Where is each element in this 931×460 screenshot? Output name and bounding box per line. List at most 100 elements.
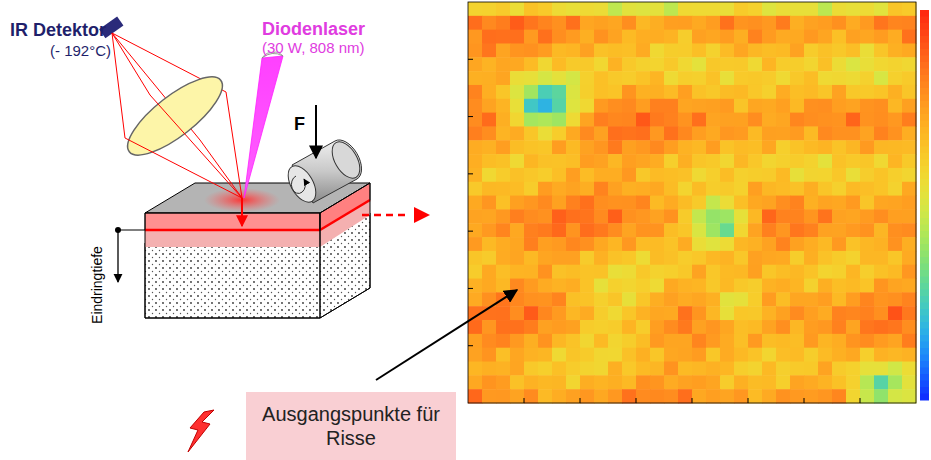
heat-cell	[566, 223, 581, 237]
heat-cell	[496, 99, 511, 113]
heat-cell	[538, 334, 553, 348]
heat-cell	[538, 389, 553, 403]
heat-cell	[860, 334, 875, 348]
heat-cell	[832, 375, 847, 389]
heat-cell	[692, 306, 707, 320]
axis-tick	[468, 116, 473, 117]
heat-cell	[524, 306, 539, 320]
heat-cell	[860, 30, 875, 44]
heat-cell	[678, 292, 693, 306]
heat-cell	[776, 375, 791, 389]
heat-cell	[552, 209, 567, 223]
heat-cell	[804, 43, 819, 57]
heat-cell	[622, 140, 637, 154]
heat-cell	[468, 292, 483, 306]
heat-cell	[580, 71, 595, 85]
heat-cell	[524, 223, 539, 237]
heat-cell	[678, 320, 693, 334]
heat-cell	[664, 16, 679, 30]
heat-cell	[622, 196, 637, 210]
heat-cell	[860, 265, 875, 279]
heat-cell	[524, 196, 539, 210]
heat-cell	[510, 334, 525, 348]
heat-cell	[524, 71, 539, 85]
heat-cell	[846, 196, 861, 210]
heat-cell	[650, 182, 665, 196]
heat-cell	[720, 209, 735, 223]
heat-cell	[692, 113, 707, 127]
heat-cell	[706, 182, 721, 196]
heat-cell	[664, 265, 679, 279]
axis-tick	[468, 345, 473, 346]
heat-cell	[552, 99, 567, 113]
heat-cell	[734, 57, 749, 71]
heat-cell	[510, 375, 525, 389]
heat-cell	[818, 113, 833, 127]
heat-cell	[888, 375, 903, 389]
heat-cell	[664, 126, 679, 140]
heat-cell	[524, 30, 539, 44]
heat-cell	[636, 30, 651, 44]
heat-cell	[860, 279, 875, 293]
heat-cell	[664, 251, 679, 265]
heat-cell	[580, 375, 595, 389]
heat-cell	[496, 362, 511, 376]
heat-cell	[706, 140, 721, 154]
heat-cell	[790, 334, 805, 348]
heat-cell	[496, 140, 511, 154]
heat-cell	[902, 43, 917, 57]
heat-cell	[720, 320, 735, 334]
heat-cell	[664, 113, 679, 127]
heat-cell	[650, 251, 665, 265]
heat-cell	[860, 251, 875, 265]
heat-cell	[566, 2, 581, 16]
heat-cell	[510, 57, 525, 71]
heat-cell	[496, 43, 511, 57]
heat-cell	[552, 223, 567, 237]
heat-cell	[720, 71, 735, 85]
heat-cell	[860, 306, 875, 320]
heat-cell	[468, 182, 483, 196]
heat-cell	[552, 168, 567, 182]
heat-cell	[664, 334, 679, 348]
heat-cell	[734, 85, 749, 99]
heat-cell	[580, 113, 595, 127]
heat-cell	[552, 2, 567, 16]
heat-cell	[706, 57, 721, 71]
color-bar-step	[920, 62, 929, 69]
heat-cell	[888, 57, 903, 71]
heat-cell	[902, 334, 917, 348]
heat-cell	[734, 389, 749, 403]
heat-cell	[650, 85, 665, 99]
color-bar-step	[920, 316, 929, 323]
heat-cell	[762, 30, 777, 44]
heat-cell	[594, 251, 609, 265]
color-bar-step	[920, 368, 929, 375]
temperature-label: (- 192°C)	[50, 42, 111, 59]
heat-cell	[902, 320, 917, 334]
heat-cell	[888, 334, 903, 348]
heat-cell	[678, 43, 693, 57]
heat-cell	[832, 57, 847, 71]
heat-cell	[748, 348, 763, 362]
heat-cell	[622, 126, 637, 140]
heat-cell	[692, 320, 707, 334]
heat-cell	[734, 251, 749, 265]
color-bar-step	[920, 10, 929, 17]
heat-cell	[734, 196, 749, 210]
heat-cell	[664, 348, 679, 362]
heat-cell	[902, 140, 917, 154]
heat-cell	[776, 168, 791, 182]
color-bar-step	[920, 199, 929, 206]
heat-cell	[468, 113, 483, 127]
heat-cell	[762, 237, 777, 251]
heat-cell	[608, 57, 623, 71]
color-bar-step	[920, 381, 929, 388]
heat-cell	[622, 43, 637, 57]
heat-cell	[510, 2, 525, 16]
heat-cell	[524, 320, 539, 334]
heat-cell	[860, 2, 875, 16]
heat-cell	[776, 16, 791, 30]
heat-cell	[720, 57, 735, 71]
heat-cell	[720, 43, 735, 57]
